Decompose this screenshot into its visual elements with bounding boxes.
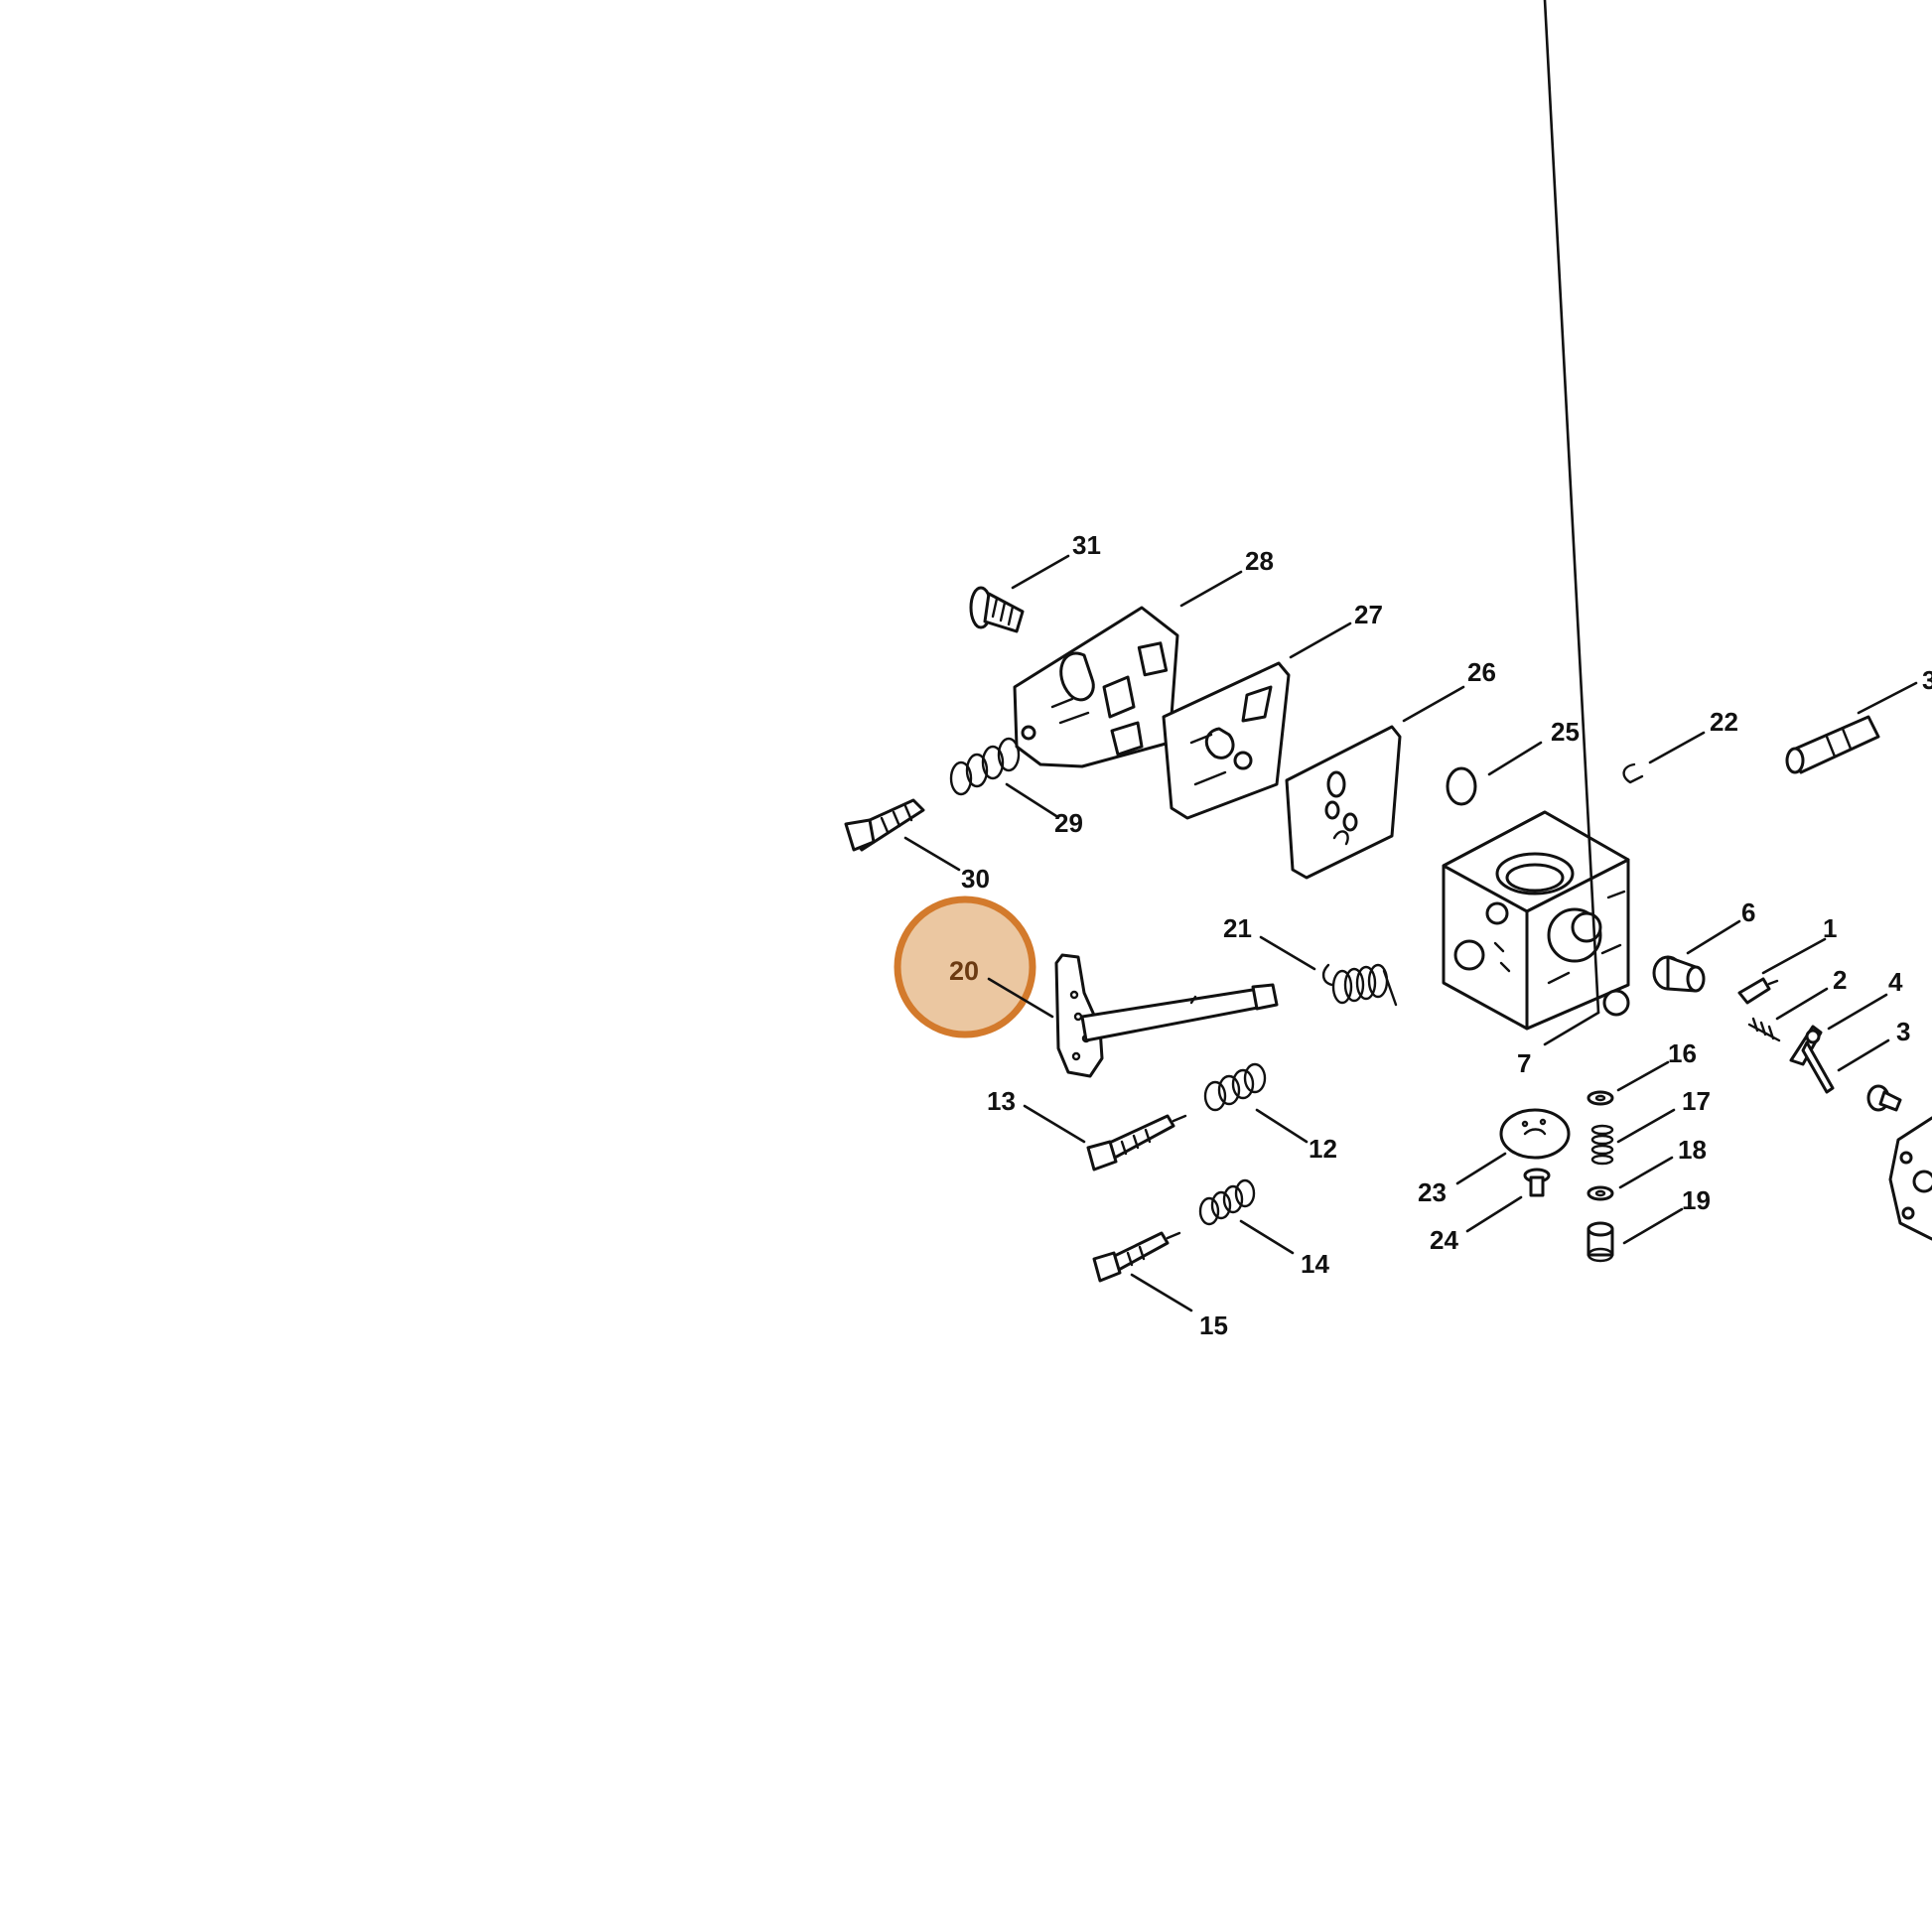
part-28-cover-plate[interactable] <box>1013 606 1179 768</box>
leader-31 <box>1011 554 1070 590</box>
callout-31[interactable]: 31 <box>1072 530 1101 560</box>
leader-25 <box>1487 741 1543 776</box>
part-25-plug[interactable] <box>1446 766 1477 806</box>
callout-30[interactable]: 30 <box>961 864 990 894</box>
callout-13[interactable]: 13 <box>987 1086 1016 1116</box>
leader-14 <box>1239 1219 1295 1255</box>
part-19-sleeve[interactable] <box>1587 1221 1614 1263</box>
callout-24[interactable]: 24 <box>1430 1225 1458 1255</box>
callout-19[interactable]: 19 <box>1682 1185 1711 1215</box>
carburetor-body[interactable] <box>1442 810 1630 1031</box>
highlight-callout-20 <box>894 896 1036 1038</box>
leader-20 <box>987 977 1054 1019</box>
part-2-spring[interactable] <box>1747 1017 1781 1042</box>
callout-7[interactable]: 7 <box>1517 1048 1531 1078</box>
part-4-control-lever[interactable] <box>1789 1025 1835 1094</box>
callout-16[interactable]: 16 <box>1668 1038 1697 1068</box>
leader-21 <box>1259 935 1316 971</box>
part-3-fitting[interactable] <box>1785 715 1880 774</box>
leader-18 <box>1618 1156 1674 1189</box>
part-6-valve-seat[interactable] <box>1652 955 1706 993</box>
leader-1 <box>1761 937 1827 975</box>
leader-24 <box>1465 1195 1523 1233</box>
leader-29 <box>1005 782 1058 818</box>
part-13-high-speed-screw[interactable] <box>1086 1114 1187 1172</box>
part-21-torsion-spring[interactable] <box>1321 963 1398 1007</box>
leader-28 <box>1179 570 1243 608</box>
callout-27[interactable]: 27 <box>1354 600 1383 629</box>
part-12-spring[interactable] <box>1203 1062 1267 1112</box>
part-metering-cover-partial[interactable] <box>1888 1116 1932 1241</box>
part-20-throttle-shaft[interactable] <box>1054 953 1279 1078</box>
part-1-inlet-needle[interactable] <box>1737 977 1779 1005</box>
leader-26 <box>1402 685 1465 723</box>
leader-13 <box>1023 1104 1086 1144</box>
callout-29[interactable]: 29 <box>1054 808 1083 838</box>
callout-2[interactable]: 2 <box>1833 965 1847 995</box>
leader-17 <box>1616 1108 1676 1144</box>
callout-17[interactable]: 17 <box>1682 1086 1711 1116</box>
part-22-clip[interactable] <box>1622 762 1644 784</box>
leader-16 <box>1616 1060 1670 1092</box>
part-16-washer[interactable] <box>1587 1090 1614 1106</box>
callout-3-top[interactable]: 3 <box>1922 665 1932 695</box>
part-29-spring[interactable] <box>949 737 1021 796</box>
part-24-screw[interactable] <box>1523 1168 1551 1197</box>
leader-15 <box>1130 1273 1193 1312</box>
leader-2 <box>1775 987 1829 1021</box>
leader-22 <box>1648 731 1706 764</box>
leader-6 <box>1686 919 1741 955</box>
part-27-gasket[interactable] <box>1162 661 1291 820</box>
callout-12[interactable]: 12 <box>1309 1134 1337 1164</box>
callout-15[interactable]: 15 <box>1199 1311 1228 1340</box>
leader-27 <box>1289 621 1352 659</box>
callout-3-lower[interactable]: 3 <box>1896 1017 1910 1046</box>
leader-3-top <box>1857 681 1918 715</box>
callout-1[interactable]: 1 <box>1823 913 1837 943</box>
part-14-spring[interactable] <box>1198 1178 1256 1226</box>
callout-22[interactable]: 22 <box>1710 707 1738 737</box>
leader-23 <box>1455 1152 1507 1185</box>
leader-19 <box>1622 1207 1684 1245</box>
callout-18[interactable]: 18 <box>1678 1135 1707 1165</box>
part-31-screw[interactable] <box>969 586 1025 633</box>
part-30-adjusting-screw[interactable] <box>844 798 925 852</box>
callout-26[interactable]: 26 <box>1467 657 1496 687</box>
callout-6[interactable]: 6 <box>1741 897 1755 927</box>
part-26-diaphragm[interactable] <box>1285 725 1402 880</box>
leader-7 <box>1543 0 1600 1015</box>
callout-4[interactable]: 4 <box>1888 967 1903 997</box>
part-screw-lower-right[interactable] <box>1866 1084 1902 1112</box>
part-18-ring[interactable] <box>1587 1185 1614 1201</box>
part-23-pump-disc[interactable] <box>1499 1108 1571 1160</box>
callout-14[interactable]: 14 <box>1301 1249 1329 1279</box>
leader-30 <box>903 836 961 872</box>
leader-7-line <box>1543 1011 1600 1046</box>
callout-21[interactable]: 21 <box>1223 913 1252 943</box>
part-17-spring[interactable] <box>1590 1124 1614 1166</box>
leader-12 <box>1255 1108 1309 1144</box>
callout-25[interactable]: 25 <box>1551 717 1580 747</box>
leader-3-lower <box>1837 1038 1890 1072</box>
callout-28[interactable]: 28 <box>1245 546 1274 576</box>
callout-23[interactable]: 23 <box>1418 1177 1447 1207</box>
leader-4 <box>1827 993 1888 1031</box>
callout-20[interactable]: 20 <box>949 956 979 986</box>
part-15-low-speed-screw[interactable] <box>1092 1231 1181 1283</box>
